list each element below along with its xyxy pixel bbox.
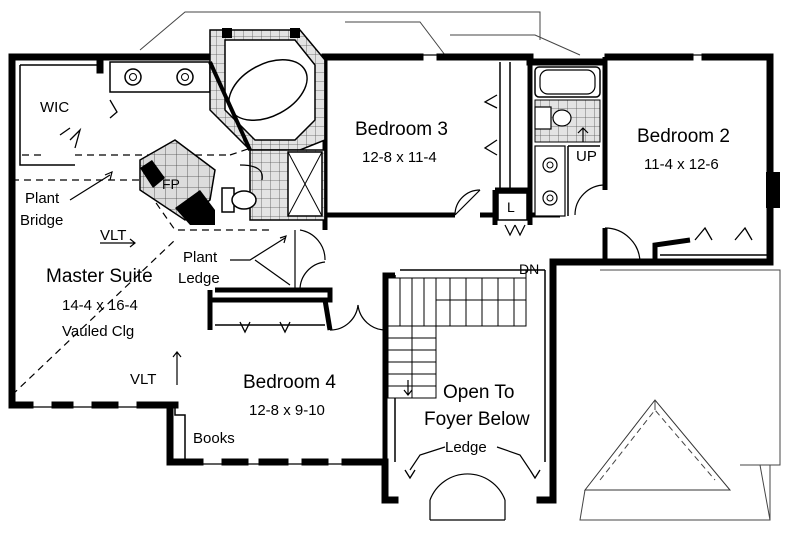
- bedroom3-name: Bedroom 3: [355, 119, 448, 140]
- up-label: UP: [576, 148, 597, 165]
- plant-bridge-label-2: Bridge: [20, 212, 63, 229]
- bedroom4-dims: 12-8 x 9-10: [249, 402, 325, 419]
- master-suite-name: Master Suite: [46, 266, 153, 287]
- foyer-label-2: Foyer Below: [424, 409, 530, 430]
- linen-label: L: [507, 199, 515, 215]
- vlt-label-top: VLT: [100, 227, 126, 244]
- vlt-label-bottom: VLT: [130, 371, 156, 388]
- master-suite-dims: 14-4 x 16-4: [62, 297, 138, 314]
- roof-lines: [139, 11, 781, 521]
- dn-label: DN: [519, 261, 539, 277]
- linen-closet: [497, 192, 528, 221]
- labels: WIC FP Plant Bridge VLT Plant Ledge Mast…: [20, 99, 730, 456]
- bedroom4-name: Bedroom 4: [243, 372, 336, 393]
- wic-label: WIC: [40, 99, 69, 116]
- bedroom3-dims: 12-8 x 11-4: [362, 149, 437, 166]
- bedroom2-dims: 11-4 x 12-6: [644, 156, 719, 173]
- chimney-block: [766, 172, 780, 208]
- fireplace: [139, 139, 216, 225]
- plant-ledge-label-1: Plant: [183, 249, 218, 266]
- exterior-walls: [8, 53, 774, 504]
- stairs: [387, 269, 530, 399]
- plant-bridge-label-1: Plant: [25, 190, 60, 207]
- closet-doors: [59, 94, 753, 480]
- hall-bath: [534, 66, 601, 217]
- master-bath: [109, 28, 326, 221]
- annotation-arrows: [69, 170, 531, 471]
- fireplace-label: FP: [162, 176, 180, 192]
- books-label: Books: [193, 430, 235, 447]
- plant-ledge-label-2: Ledge: [178, 270, 220, 287]
- bedroom2-name: Bedroom 2: [637, 126, 730, 147]
- ledge-label: Ledge: [445, 439, 487, 456]
- master-suite-note: Vauled Clg: [62, 323, 134, 340]
- foyer-label-1: Open To: [443, 382, 514, 403]
- doors: [294, 184, 645, 521]
